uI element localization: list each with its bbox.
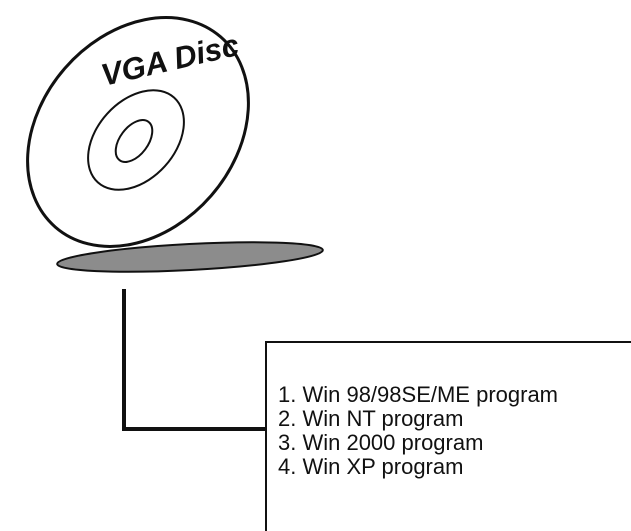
program-list: 1. Win 98/98SE/ME program 2. Win NT prog… bbox=[278, 383, 558, 479]
program-item-winnt: 2. Win NT program bbox=[278, 406, 464, 431]
disc-inner-ring bbox=[87, 89, 185, 191]
connector-line bbox=[122, 289, 266, 431]
vga-disc-diagram: VGA Disc bbox=[26, 16, 324, 431]
program-item-win2000: 3. Win 2000 program bbox=[278, 430, 484, 455]
disc-outer-rim bbox=[26, 16, 250, 248]
disc-shadow bbox=[56, 241, 324, 273]
disc-hub-ring bbox=[114, 119, 154, 163]
program-item-win98: 1. Win 98/98SE/ME program bbox=[278, 382, 559, 407]
cd-disc-icon: VGA Disc bbox=[26, 16, 250, 248]
program-item-winxp: 4. Win XP program bbox=[278, 454, 464, 479]
program-list-box: 1. Win 98/98SE/ME program 2. Win NT prog… bbox=[265, 341, 631, 531]
